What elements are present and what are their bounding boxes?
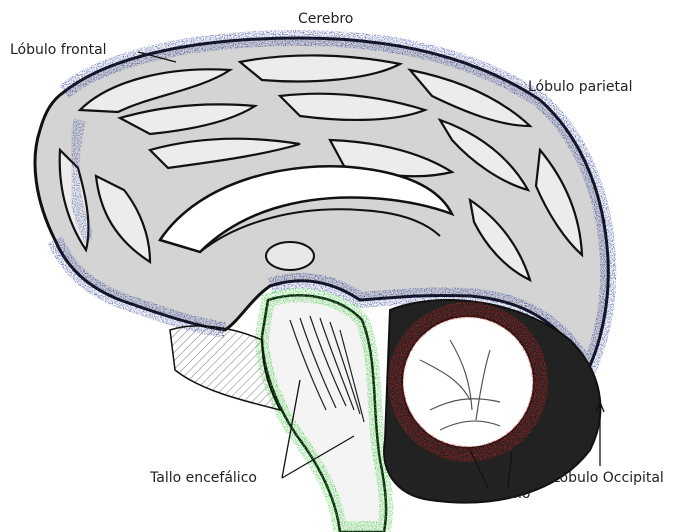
label-lobulo-frontal: Lóbulo frontal — [10, 42, 107, 58]
label-lobulo-occipital: Lóbulo Occipital — [552, 470, 664, 486]
label-tallo-encefalico: Tallo encefálico — [150, 470, 257, 486]
label-lobulo-parietal: Lóbulo parietal — [528, 79, 632, 95]
label-cerebro: Cerebro — [298, 11, 353, 27]
label-cerebelo: Cerebelo — [468, 486, 530, 502]
thalamus — [266, 242, 314, 270]
